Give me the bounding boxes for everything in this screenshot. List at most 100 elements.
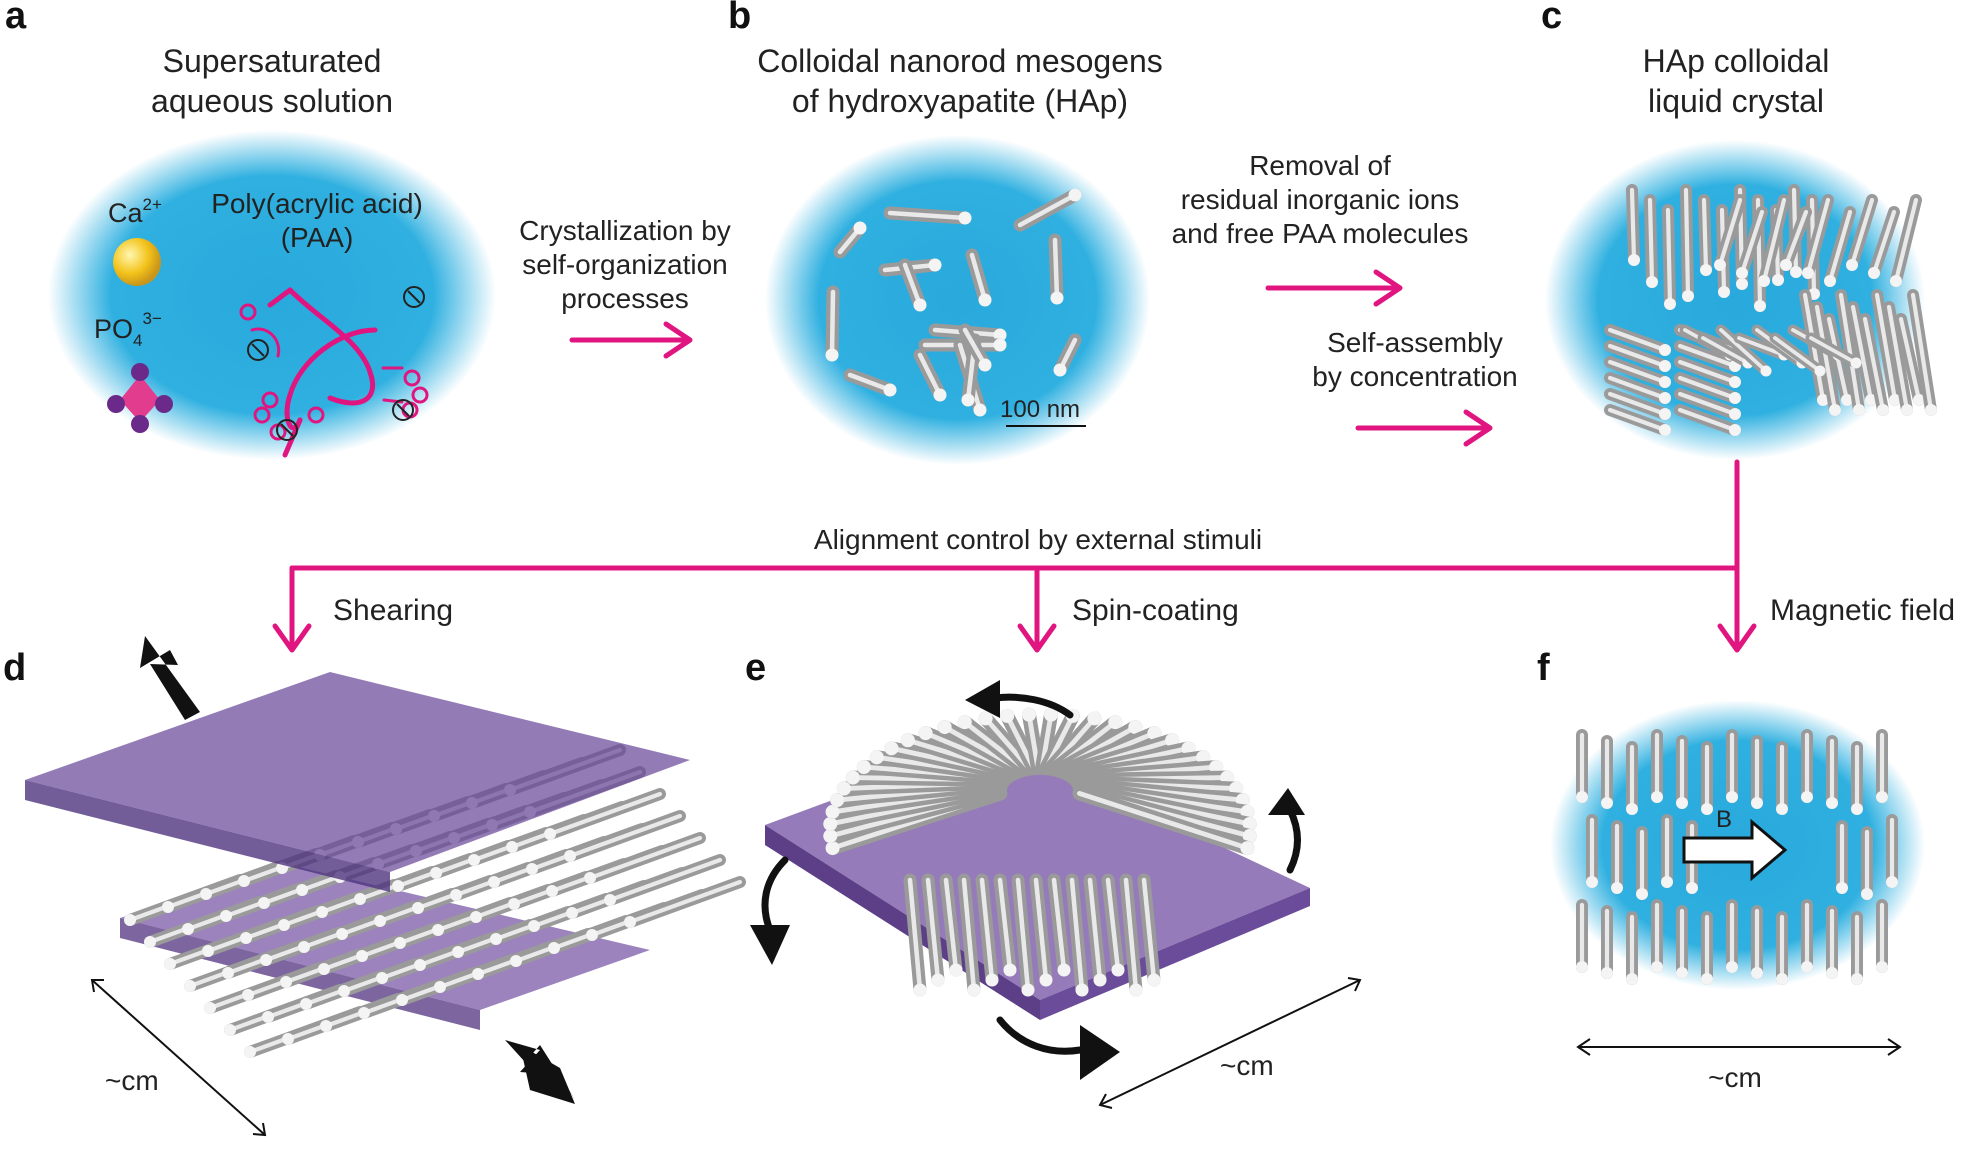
nanorod-highlight: [1004, 713, 1037, 771]
nanorod-end: [1801, 961, 1813, 973]
nanorod-end: [298, 941, 310, 953]
nanorod-end: [162, 901, 174, 913]
panel-letter-e: e: [745, 647, 766, 689]
nanorod-end: [1700, 264, 1712, 276]
nanorod-end: [164, 958, 176, 970]
panel-f-dim-label: ~cm: [1708, 1062, 1762, 1093]
nanorod-end: [1714, 259, 1726, 271]
panel-a-title-line2: aqueous solution: [151, 83, 393, 119]
field-label-b: B: [1716, 806, 1732, 833]
nanorod-end: [1235, 793, 1250, 808]
nanorod-end: [836, 781, 851, 796]
nanorod-end: [853, 221, 867, 235]
nanorod-end: [1886, 876, 1898, 888]
nanorod-highlight: [1719, 328, 1768, 373]
arrow-a-to-b: [569, 321, 693, 359]
nanorod-end: [1889, 394, 1901, 406]
nanorod-end: [354, 893, 366, 905]
step-removal-line1: Removal of: [1249, 150, 1391, 181]
nanorod-end: [1068, 188, 1082, 202]
nanorod-highlight: [1087, 877, 1103, 983]
nanorod-end: [376, 972, 388, 984]
nanorod-end: [546, 885, 558, 897]
nanorod-end: [1093, 973, 1107, 987]
nanorod-end: [1776, 803, 1788, 815]
nanorod-end: [1576, 791, 1588, 803]
nanorod-end: [1901, 404, 1913, 416]
nanorod-end: [1682, 290, 1694, 302]
nanorod-highlight: [1717, 197, 1743, 268]
nanorod-end: [1626, 803, 1638, 815]
nanorod-end: [1576, 961, 1588, 973]
nanorod-end: [510, 955, 522, 967]
nanorod-end: [1729, 408, 1741, 420]
nanorod-highlight: [1677, 343, 1738, 369]
nanorod-end: [200, 888, 212, 900]
arrow-b-to-c-top: [1265, 269, 1403, 307]
nanorod-end: [242, 989, 254, 1001]
nanorod-highlight: [567, 813, 683, 859]
nanorod-end: [1659, 392, 1671, 404]
nanorod-end: [1826, 967, 1838, 979]
nanorod-end: [412, 902, 424, 914]
nanorod-end: [1087, 711, 1102, 726]
nanorod-end: [1111, 963, 1125, 977]
nanorod-end: [1718, 286, 1730, 298]
nanorod-end: [845, 770, 860, 785]
nanorod-end: [937, 720, 952, 735]
calcium-ion-sphere: [113, 238, 161, 286]
nanorod-end: [883, 383, 897, 397]
nanorod-end: [1165, 733, 1180, 748]
nanorod-end: [1865, 394, 1877, 406]
nanorod-highlight: [1607, 407, 1668, 433]
nanorod-end: [1003, 963, 1017, 977]
step-removal-line2: residual inorganic ions: [1181, 184, 1460, 215]
nanorod-end: [1659, 344, 1671, 356]
nanorod-highlight: [1607, 327, 1668, 353]
nanorod-end: [220, 910, 232, 922]
nanorod-end: [830, 793, 845, 808]
nanorod-end: [961, 393, 975, 407]
nanorod-highlight: [1849, 197, 1875, 268]
panel-d-dim-label: ~cm: [105, 1065, 159, 1096]
nanorod-end: [931, 973, 945, 987]
nanorod-end: [1000, 708, 1015, 723]
nanorod-end: [244, 1046, 256, 1058]
nanorod-end: [1220, 770, 1235, 785]
shear-arrow-top: [140, 636, 200, 720]
nanorod-highlight: [1033, 877, 1049, 983]
nanorod-end: [1659, 408, 1671, 420]
nanorod-end: [1729, 376, 1741, 388]
nanorod-end: [1661, 876, 1673, 888]
nanorod-highlight: [1809, 336, 1858, 365]
nanorod-end: [472, 968, 484, 980]
nanorod-highlight: [1886, 304, 1910, 413]
nanorod-highlight: [1862, 316, 1886, 413]
nanorod-highlight: [1607, 375, 1668, 401]
nanorod-highlight: [1677, 359, 1738, 385]
panel-letter-d: d: [3, 647, 26, 689]
nanorod-highlight: [962, 327, 988, 368]
panel-b-solution-box: [765, 135, 1150, 465]
panel-letter-f: f: [1537, 647, 1550, 689]
nanorod-end: [1147, 973, 1161, 987]
nanorod-end: [1868, 267, 1880, 279]
nanorod-end: [978, 711, 993, 726]
nanorod-highlight: [829, 289, 836, 358]
nanorod-end: [1626, 973, 1638, 985]
nanorod-end: [278, 919, 290, 931]
panel-e-dim-label: ~cm: [1220, 1050, 1274, 1081]
nanorod-end: [1129, 983, 1143, 997]
nanorod-end: [1826, 797, 1838, 809]
nanorod-end: [918, 726, 933, 741]
nanorod-highlight: [1910, 292, 1934, 413]
nanorod-highlight: [1665, 207, 1673, 307]
nanorod-end: [967, 983, 981, 997]
magnetic-field-arrow: [1682, 818, 1788, 882]
nanorod-end: [258, 897, 270, 909]
dimension-arrow-d: [90, 979, 267, 1137]
nanorod-end: [957, 715, 972, 730]
rotation-arrows: [761, 693, 1301, 1055]
panel-c-liquid-crystal-rods: [1604, 184, 1937, 436]
